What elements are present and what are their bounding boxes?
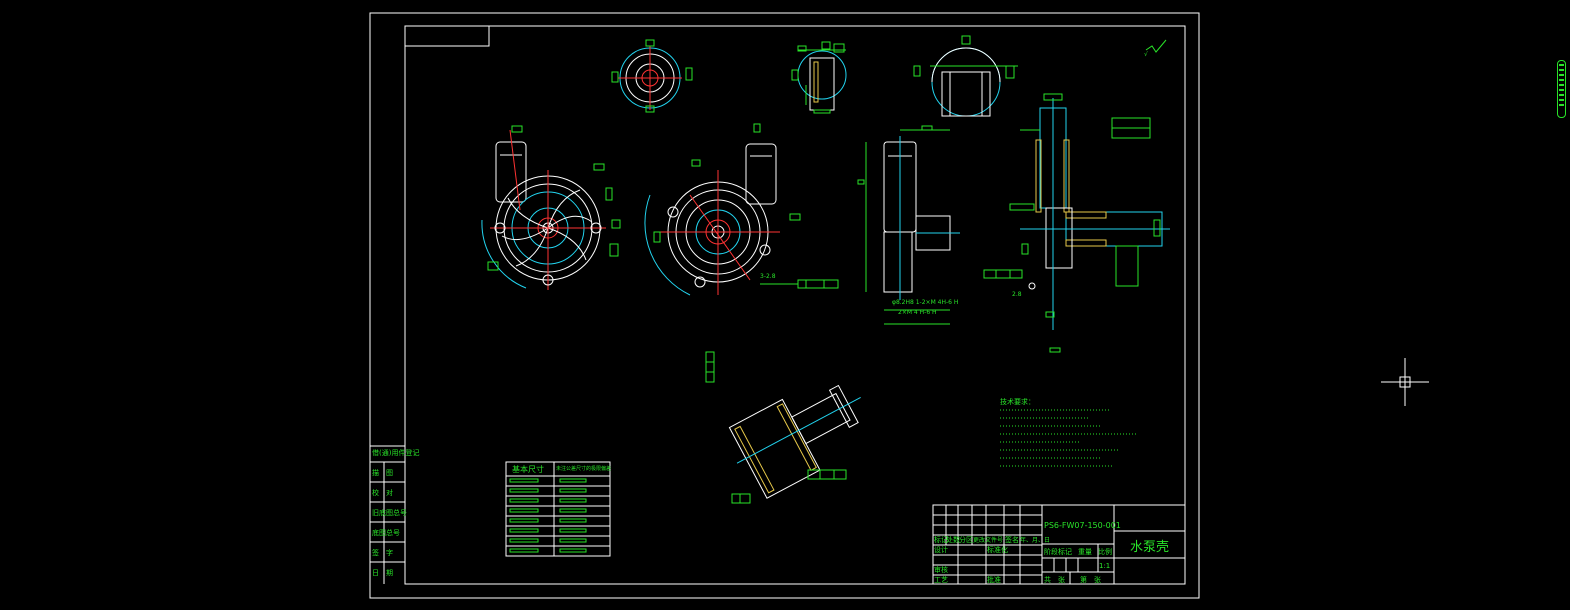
tech-requirements-heading: 技术要求：	[1000, 397, 1035, 406]
crosshair-cursor-icon	[1381, 358, 1429, 406]
part-name: 水泵壳	[1130, 540, 1169, 555]
view-top-right-dome	[913, 35, 1018, 117]
title-label-standardize: 标准化	[987, 545, 1008, 554]
title-label-count: 处数	[946, 535, 960, 544]
tolerance-frame	[797, 279, 839, 289]
sidebar-label-3: 旧底图总号	[372, 508, 407, 517]
scale-label: 比例	[1098, 547, 1112, 556]
view-front-left-pump	[481, 125, 621, 290]
title-label-sign: 签名	[1005, 535, 1019, 544]
view-side: φ8.2H8 1-2×M 4H-6 H 2×M 4 H-6 H	[857, 125, 960, 325]
hole-note-a: φ8.2H8 1-2×M 4H-6 H	[892, 299, 958, 306]
sidebar-label-5: 签 字	[372, 548, 393, 557]
dim-table-col2-header: 未注公差尺寸的极限偏差	[556, 465, 611, 472]
roughness-symbol-icon: √	[1144, 39, 1167, 58]
title-label-process: 工艺	[934, 576, 948, 584]
dim-table-col1-header: 基本尺寸	[512, 464, 544, 474]
view-top-middle	[791, 41, 847, 114]
sidebar-label-1: 描 图	[372, 468, 393, 477]
title-label-date: 年、月、日	[1020, 536, 1050, 544]
dimension-table: 基本尺寸 未注公差尺寸的极限偏差	[505, 461, 611, 557]
dim-2-8: 2.8	[1012, 291, 1022, 298]
sidebar-label-0: 借(通)用件登记	[372, 448, 419, 457]
drawing-frame	[404, 25, 1186, 585]
tech-requirements: 技术要求：	[1000, 397, 1138, 467]
sheet-total: 共 张	[1044, 575, 1065, 584]
sidebar-label-6: 日 期	[372, 569, 393, 577]
scale-value: 1:1	[1099, 562, 1110, 570]
title-label-zone: 分区	[959, 535, 973, 544]
title-label-design: 设计	[934, 545, 948, 554]
reversed-number-box	[404, 25, 490, 47]
stage-label: 阶段标记	[1044, 547, 1072, 556]
drawing-number: PS6-FW07-150-001	[1044, 521, 1121, 530]
sheet-border	[369, 12, 1200, 599]
title-label-change-doc: 更改文件号	[973, 536, 1003, 544]
view-cross-section: 2.8	[983, 93, 1170, 353]
title-label-review: 审核	[934, 565, 948, 574]
title-label-marks: 标记	[934, 535, 948, 544]
svg-text:√: √	[1144, 51, 1148, 58]
svg-text:3-2.8: 3-2.8	[760, 273, 776, 280]
sidebar-label-2: 校 对	[372, 488, 393, 497]
hole-note-b: 2×M 4 H-6 H	[898, 309, 937, 316]
sheet-number: 第 张	[1080, 575, 1101, 584]
view-front-middle-pump: 3-2.8	[644, 123, 839, 296]
title-block: 标记 处数 分区 更改文件号 签名 年、月、日 设计 标准化 审核 工艺 批准 …	[932, 504, 1186, 585]
sidebar-label-4: 底图总号	[372, 528, 400, 537]
left-sidebar: 借(通)用件登记 描 图 校 对 旧底图总号 底图总号 签 字 日 期	[370, 445, 419, 584]
title-label-approve: 批准	[987, 575, 1001, 584]
weight-label: 重量	[1078, 548, 1092, 556]
view-top-left-circle	[611, 39, 693, 113]
view-inclined-section	[705, 351, 861, 504]
vertical-scrollbar[interactable]	[1557, 60, 1566, 118]
